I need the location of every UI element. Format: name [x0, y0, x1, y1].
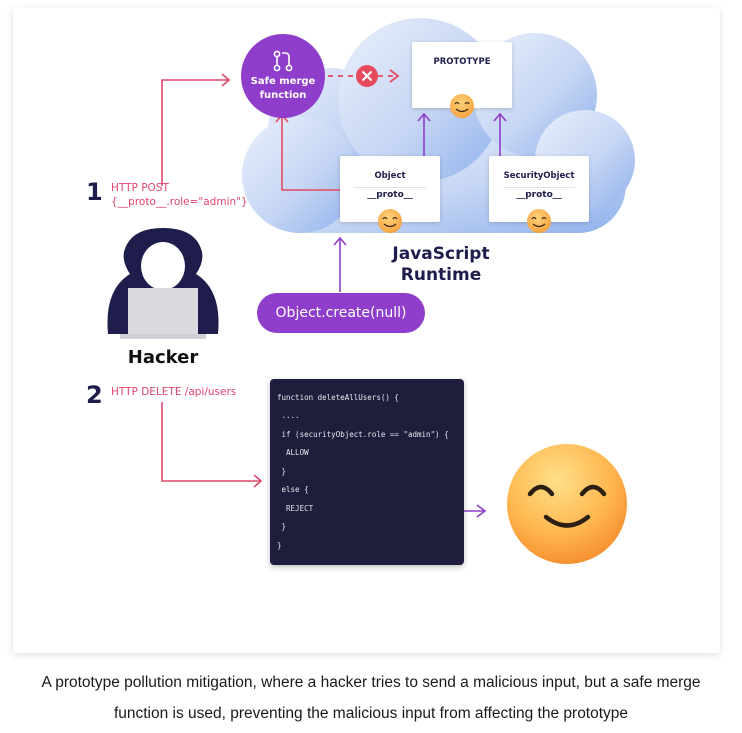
security-object-title: SecurityObject — [503, 171, 575, 181]
hacker-icon — [107, 228, 219, 339]
code-line: function deleteAllUsers() { — [277, 393, 399, 402]
git-merge-icon — [273, 50, 293, 72]
blocked-x-icon — [356, 65, 378, 87]
object-title: Object — [374, 171, 406, 181]
object-divider — [354, 187, 426, 188]
figure-caption: A prototype pollution mitigation, where … — [0, 667, 742, 729]
step-1-payload: {__proto__.role="admin"} — [111, 196, 248, 208]
step-1-request: HTTP POST {__proto__.role="admin"} — [111, 181, 248, 209]
runtime-line1: JavaScript — [392, 244, 490, 264]
large-smiley-icon — [507, 444, 627, 564]
code-line: if (securityObject.role == "admin") { — [277, 430, 449, 439]
hacker-label: Hacker — [127, 347, 199, 368]
code-line: REJECT — [277, 504, 314, 513]
arrow-delete-to-code — [161, 402, 263, 488]
safe-merge-line2: function — [259, 90, 307, 101]
step-1-number: 1 — [86, 178, 103, 206]
safe-merge-node — [241, 34, 325, 118]
arrow-create-to-object — [333, 236, 347, 292]
runtime-label: JavaScript Runtime — [380, 244, 502, 286]
code-line: } — [277, 467, 287, 476]
step-2-request: HTTP DELETE /api/users — [111, 386, 237, 398]
code-line: ALLOW — [277, 448, 309, 457]
safe-merge-label: Safe merge function — [243, 75, 323, 103]
code-line: } — [277, 541, 282, 550]
runtime-line2: Runtime — [400, 265, 482, 285]
caption-line1: A prototype pollution mitigation, where … — [41, 674, 701, 691]
code-line: .... — [277, 411, 300, 420]
safe-merge-line1: Safe merge — [250, 76, 316, 87]
code-line: } — [277, 522, 287, 531]
code-line: else { — [277, 485, 309, 494]
security-object-box: SecurityObject __proto__ — [489, 156, 589, 222]
code-block: function deleteAllUsers() { .... if (sec… — [270, 379, 464, 565]
prototype-box: PROTOTYPE — [412, 42, 512, 108]
step-2-number: 2 — [86, 381, 103, 409]
caption-line2: function is used, preventing the malicio… — [113, 705, 629, 722]
security-object-divider — [503, 187, 575, 188]
security-object-proto-label: __proto__ — [516, 190, 562, 200]
object-create-pill: Object.create(null) — [257, 293, 425, 333]
step-1-method: HTTP POST — [111, 182, 169, 194]
arrow-post-to-merge — [161, 73, 231, 186]
object-box: Object __proto__ — [340, 156, 440, 222]
object-proto-label: __proto__ — [367, 190, 413, 200]
prototype-title: PROTOTYPE — [433, 57, 491, 67]
